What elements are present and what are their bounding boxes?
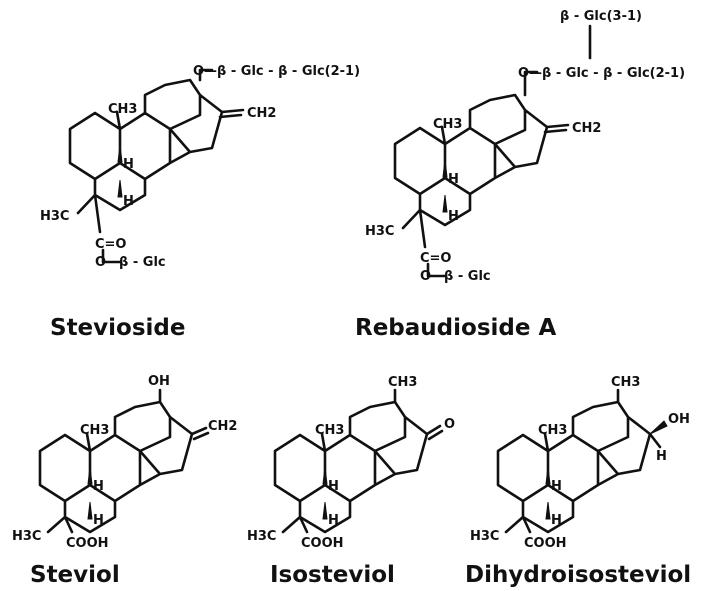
rebaudioside-substituent: O—β - Glc - β - Glc(2-1): [518, 66, 685, 81]
steviol-h2-label: H: [93, 513, 104, 528]
isosteviol-h2-label: H: [328, 513, 339, 528]
steviol-name: Steviol: [30, 562, 120, 588]
dihydroisosteviol-wedge-h2: [545, 501, 551, 520]
steviol-wedge-h1: [87, 466, 93, 485]
dihydroisosteviol-skeleton: [496, 388, 662, 534]
rebaudioside-ester-co: C=O: [420, 251, 451, 266]
steviol-h1-label: H: [93, 479, 104, 494]
stevioside-ester-o-bond: [101, 248, 122, 264]
isosteviol-acid: COOH: [301, 536, 344, 551]
dihydroisosteviol-oh: OH: [668, 412, 690, 427]
dihydroisosteviol-structure: CH3 OH H CH3 H H H3C COOH: [470, 375, 690, 551]
rebaudioside-wedge-h1: [442, 159, 448, 178]
isosteviol-skeleton: [273, 388, 429, 534]
isosteviol-methyl-label: CH3: [315, 423, 344, 438]
stevioside-h1-label: H: [123, 157, 134, 172]
steviol-methyl-label: CH3: [80, 423, 109, 438]
stevioside-top-o-bond: [198, 68, 214, 82]
steviol-oh: OH: [148, 374, 170, 389]
stevioside-substituent: O—β - Glc - β - Glc(2-1): [193, 64, 360, 79]
rebaudioside-methylene-label: CH2: [572, 121, 601, 136]
rebaudioside-a-structure: β - Glc(3-1) O—β - Glc - β - Glc(2-1) CH…: [365, 9, 685, 284]
stevioside-methyl-label: CH3: [108, 102, 137, 117]
stevioside-wedge-h1: [117, 144, 123, 163]
stevioside-skeleton: [68, 78, 224, 234]
rebaudioside-methylene-bond: [543, 123, 570, 134]
isosteviol-wedge-h2: [322, 501, 328, 520]
stevioside-methyl-left: H3C: [40, 209, 69, 224]
isosteviol-h1-label: H: [328, 479, 339, 494]
dihydroisosteviol-methyl-left: H3C: [470, 529, 499, 544]
stevioside-name: Stevioside: [50, 315, 185, 341]
isosteviol-name: Isosteviol: [270, 562, 395, 588]
dihydroisosteviol-h-side: H: [656, 449, 667, 464]
rebaudioside-skeleton: [393, 93, 549, 249]
rebaudioside-methyl-label: CH3: [433, 117, 462, 132]
steviol-methylene-bond: [190, 426, 210, 441]
stevioside-ester-glc: O—β - Glc: [95, 255, 166, 270]
isosteviol-keto-bond: [425, 424, 444, 441]
stevioside-methylene-bond: [218, 108, 245, 119]
isosteviol-keto: O: [444, 417, 455, 432]
isosteviol-methyl-left: H3C: [247, 529, 276, 544]
isosteviol-structure: CH3 O CH3 H H H3C COOH: [247, 375, 455, 551]
stevioside-ester-co: C=O: [95, 237, 126, 252]
rebaudioside-h1-label: H: [448, 172, 459, 187]
rebaudioside-ester-glc: O—β - Glc: [420, 269, 491, 284]
stevioside-methylene-label: CH2: [247, 106, 276, 121]
steviol-methyl-left: H3C: [12, 529, 41, 544]
rebaudioside-methyl-left: H3C: [365, 224, 394, 239]
rebaudioside-top-o-bond: [523, 70, 539, 97]
dihydroisosteviol-wedge-oh: [649, 420, 668, 435]
dihydroisosteviol-h1-label: H: [551, 479, 562, 494]
dihydroisosteviol-name: Dihydroisosteviol: [465, 562, 691, 588]
stevioside-h2-label: H: [123, 194, 134, 209]
rebaudioside-ester-o-bond: [426, 262, 447, 278]
dihydroisosteviol-top-methyl: CH3: [611, 375, 640, 390]
steviol-wedge-h2: [87, 501, 93, 520]
steviol-structure: OH CH2 CH3 H H H3C COOH: [12, 374, 237, 551]
dihydroisosteviol-methyl-label: CH3: [538, 423, 567, 438]
stevioside-structure: O—β - Glc - β - Glc(2-1) CH2 CH3 H H H3C…: [40, 64, 360, 270]
rebaudioside-wedge-h2: [442, 194, 448, 213]
dihydroisosteviol-h2-label: H: [551, 513, 562, 528]
dihydroisosteviol-acid: COOH: [524, 536, 567, 551]
dihydroisosteviol-wedge-h1: [545, 466, 551, 485]
stevioside-wedge-h2: [117, 179, 123, 198]
steviol-methylene-label: CH2: [208, 419, 237, 434]
rebaudioside-branch: β - Glc(3-1): [560, 9, 642, 24]
rebaudioside-a-name: Rebaudioside A: [355, 315, 556, 341]
steviol-skeleton: [38, 388, 194, 534]
steviol-acid: COOH: [66, 536, 109, 551]
isosteviol-top-methyl: CH3: [388, 375, 417, 390]
isosteviol-wedge-h1: [322, 466, 328, 485]
rebaudioside-h2-label: H: [448, 209, 459, 224]
